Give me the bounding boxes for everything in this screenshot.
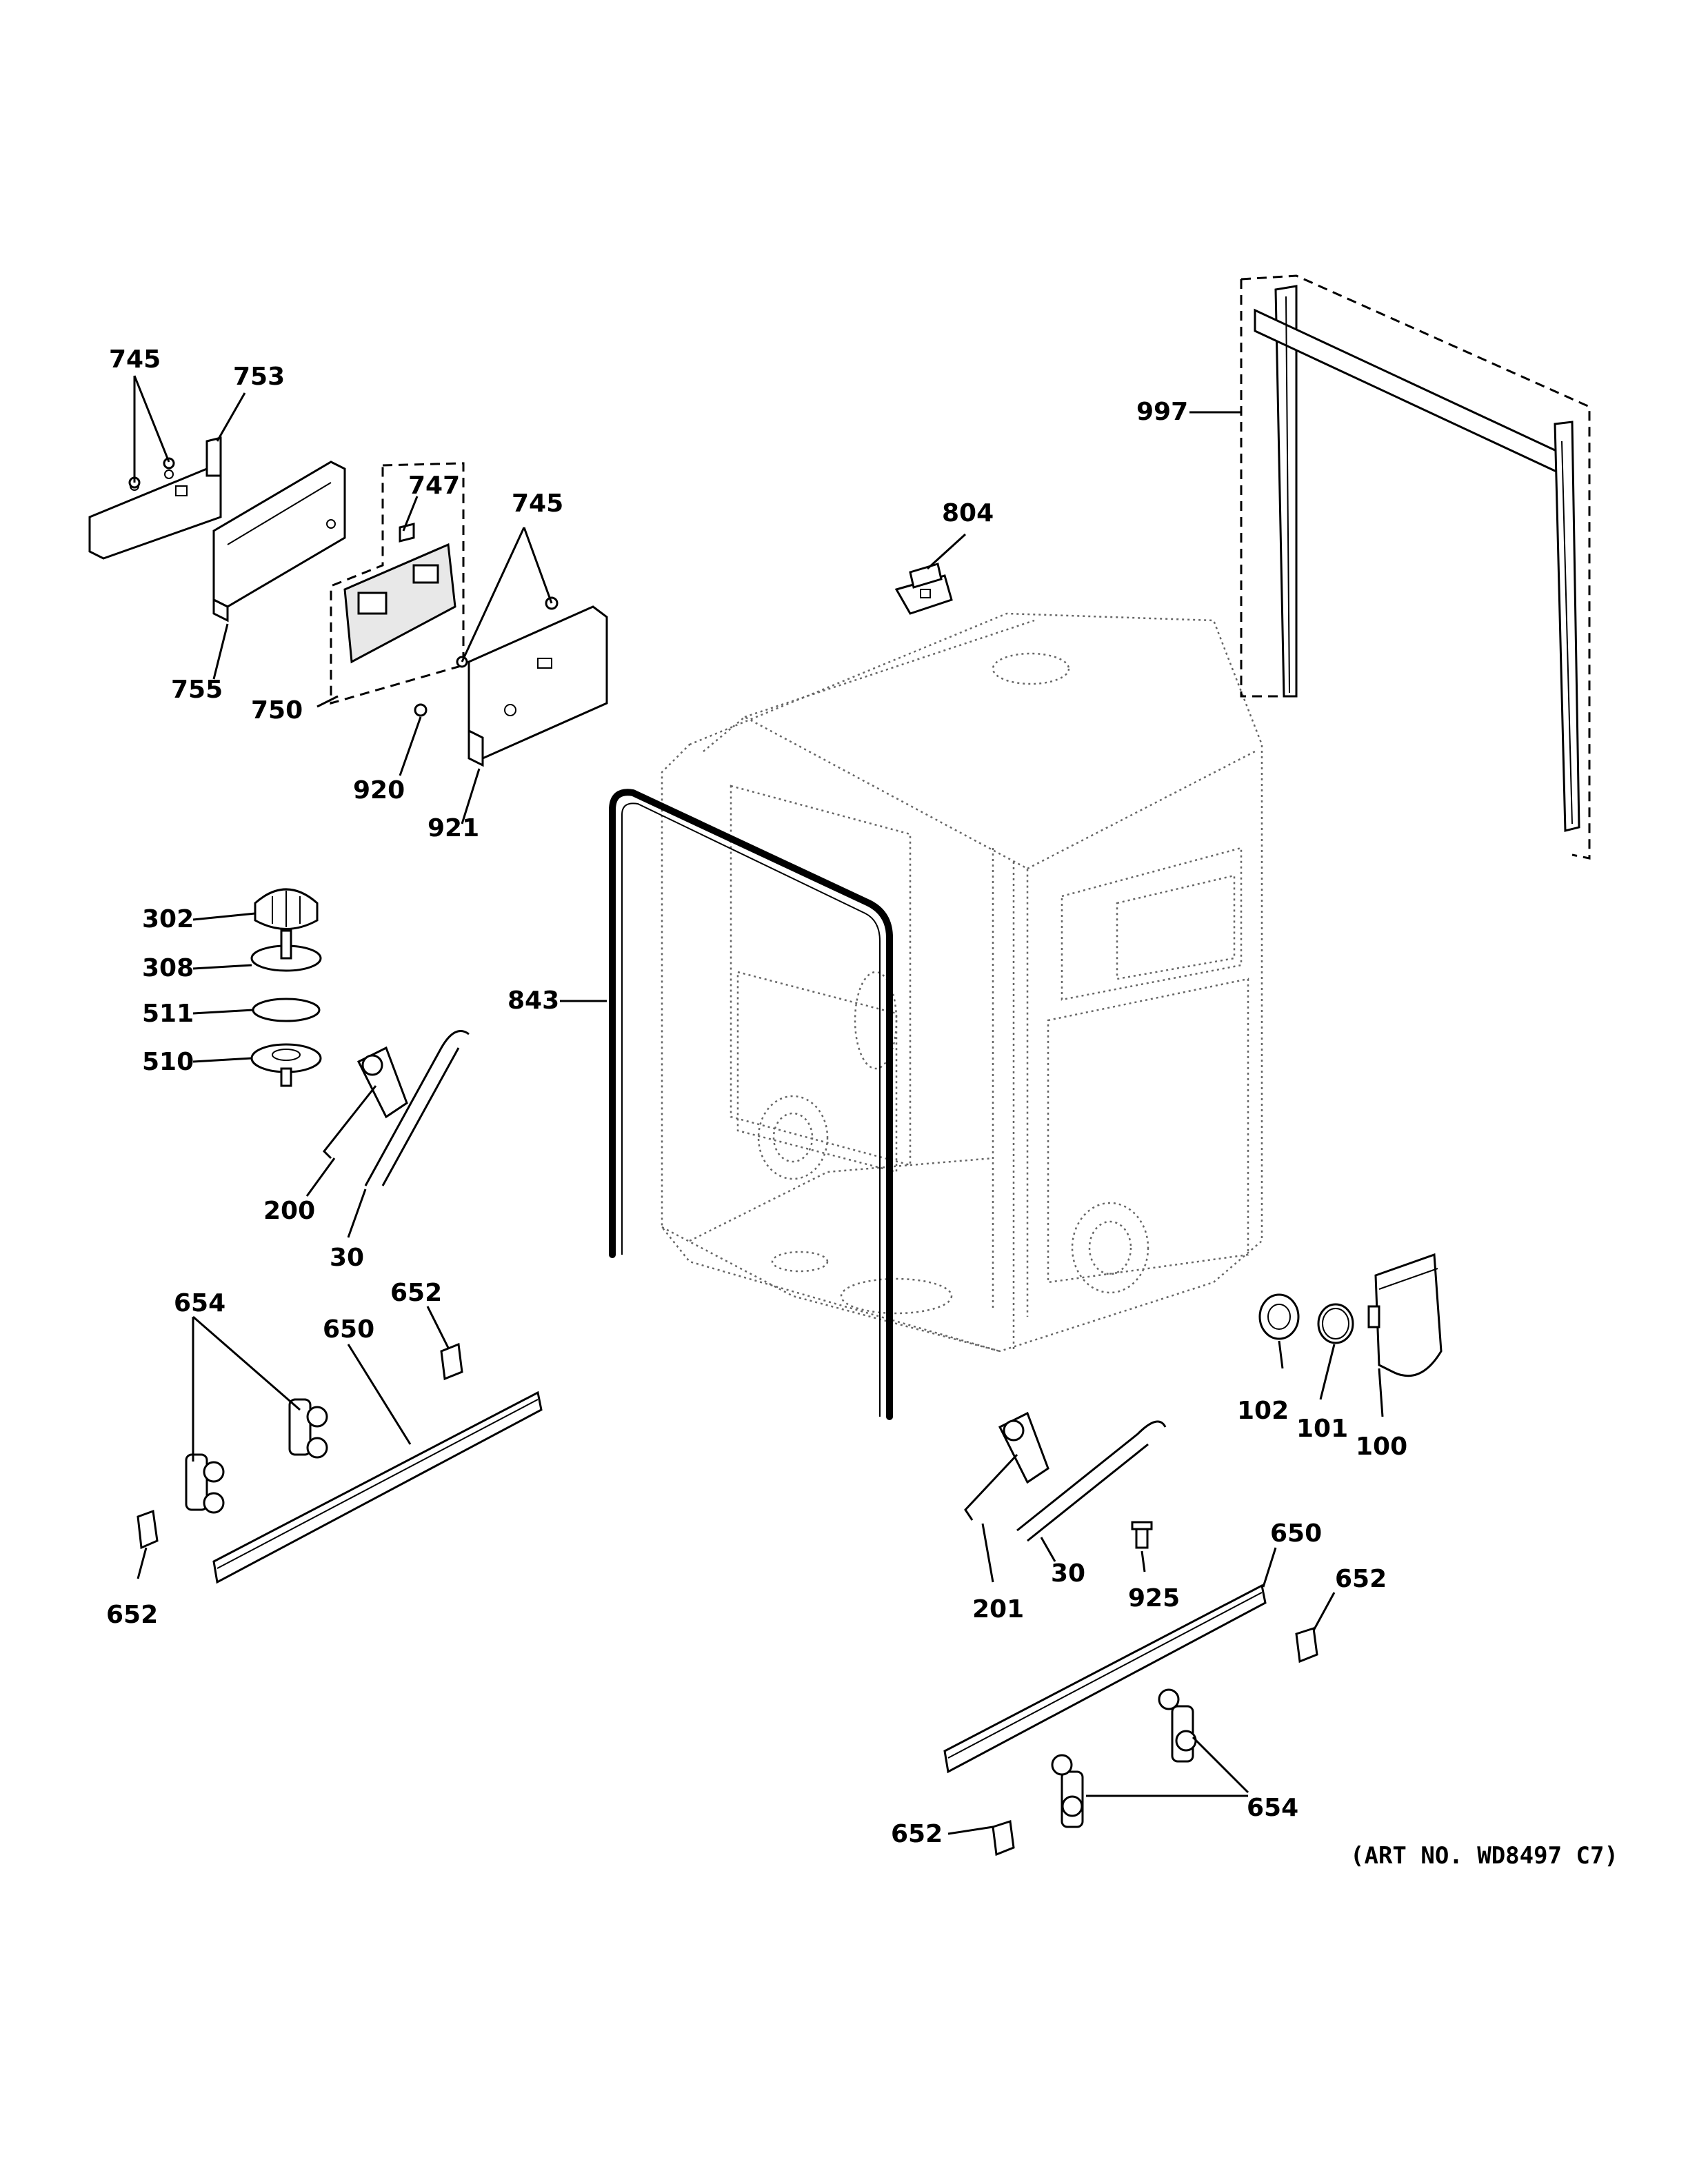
callout-745: 745 — [109, 345, 161, 374]
callout-753: 753 — [233, 363, 285, 391]
callout-652: 652 — [891, 1820, 943, 1848]
callout-921: 921 — [428, 814, 479, 842]
filter-assembly — [250, 888, 322, 1087]
art-number: (ART NO. WD8497 C7) — [1350, 1842, 1618, 1870]
callout-755: 755 — [171, 676, 223, 704]
door-gasket-843 — [609, 789, 893, 1420]
callout-997: 997 — [1136, 398, 1188, 426]
callout-652: 652 — [390, 1279, 442, 1307]
callout-201: 201 — [972, 1595, 1024, 1624]
door-latch-804 — [894, 563, 953, 615]
bracket-755 — [212, 461, 346, 623]
screw-925 — [1131, 1521, 1153, 1549]
callout-30: 30 — [330, 1244, 364, 1272]
clips-652 — [137, 1342, 1318, 1857]
callout-920: 920 — [353, 776, 405, 805]
bracket-921 — [414, 596, 608, 767]
door-seal-frame-997 — [1240, 274, 1591, 860]
callout-511: 511 — [142, 1000, 194, 1028]
rollers-654 — [185, 1398, 1197, 1828]
callout-650: 650 — [323, 1315, 374, 1344]
callout-652: 652 — [106, 1601, 158, 1629]
callout-200: 200 — [263, 1197, 315, 1225]
callout-650: 650 — [1270, 1519, 1322, 1548]
callout-30: 30 — [1051, 1559, 1085, 1588]
callout-750: 750 — [251, 696, 303, 725]
callout-652: 652 — [1335, 1565, 1387, 1593]
dishwasher-tub — [661, 612, 1263, 1353]
callout-654: 654 — [1247, 1794, 1298, 1822]
callout-747: 747 — [408, 472, 460, 500]
callout-925: 925 — [1128, 1584, 1180, 1612]
callout-101: 101 — [1296, 1415, 1348, 1443]
callout-510: 510 — [142, 1048, 194, 1076]
rail-left-650 — [212, 1391, 543, 1584]
callout-labels: 745 753 747 745 755 750 920 921 804 997 … — [106, 345, 1407, 1848]
callout-804: 804 — [942, 499, 994, 527]
bracket-753 — [88, 436, 222, 560]
callout-308: 308 — [142, 954, 194, 982]
leader-lines — [133, 375, 1384, 1835]
door-hinge-left — [322, 1030, 470, 1186]
sump-parts — [1258, 1253, 1443, 1377]
callout-745: 745 — [512, 489, 563, 518]
rail-right-650 — [943, 1584, 1267, 1774]
callout-302: 302 — [142, 905, 194, 933]
screws-745 — [128, 457, 175, 489]
door-hinge-right — [964, 1411, 1167, 1542]
callout-654: 654 — [174, 1289, 225, 1317]
callout-102: 102 — [1237, 1397, 1289, 1425]
callout-843: 843 — [508, 987, 559, 1015]
callout-100: 100 — [1356, 1433, 1407, 1461]
